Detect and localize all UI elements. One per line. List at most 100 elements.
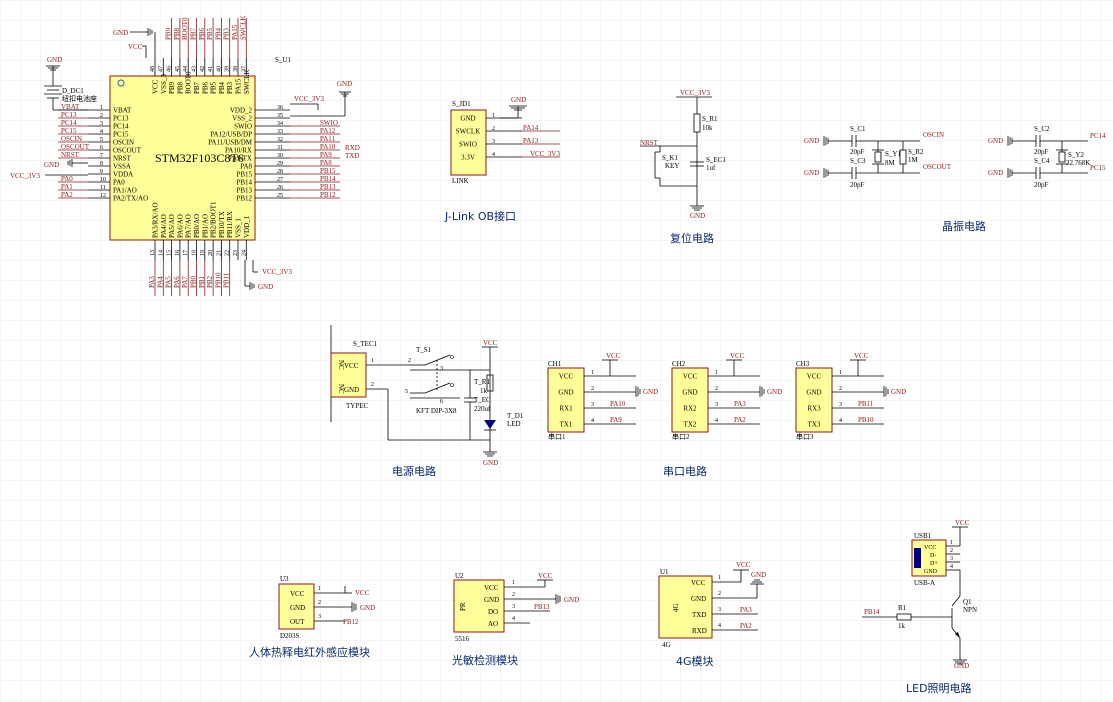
power-block[interactable]: S_TEC1 NC NC VCC GND TYPEC 1 2 T_S1 2 3 … — [330, 325, 524, 478]
serial-pin-num: 3 — [839, 402, 842, 408]
reset-r-val: 10k — [702, 124, 713, 132]
crystal-c3-val: 20pF — [850, 181, 865, 189]
jlink-caption: J-Link OB接口 — [444, 210, 516, 223]
mcu-pin-label: PB11/RX — [226, 211, 234, 238]
mcu-vcc33-right: VCC_3V3 — [294, 95, 324, 103]
serial-vcc: VCC — [854, 352, 869, 360]
crystal-block[interactable]: GND GND S_C1 20pF S_C3 20pF S_Y1 8M S_R2… — [804, 125, 1106, 233]
pir-ref: U3 — [280, 575, 289, 583]
mcu-pin-num: 38 — [233, 66, 239, 72]
mcu-pin-num: 10 — [100, 177, 106, 183]
serial-gnd: GND — [643, 388, 658, 396]
power-pin-3: 2 — [408, 358, 411, 364]
mcu-gnd-left: GND — [44, 161, 59, 169]
jlink-gnd: GND — [511, 96, 526, 104]
mcu-net-label: PA6 — [173, 276, 181, 288]
mcu-pin-label: PB14 — [236, 179, 252, 187]
mcu-net-label: PA5 — [165, 276, 173, 288]
mcu-pin-label: VDD_2 — [230, 107, 253, 115]
serial-pin-label: GND — [806, 389, 821, 397]
power-r-val: 1k — [480, 387, 488, 395]
g4-rx-net: PA2 — [740, 622, 752, 630]
mcu-pin-num: 39 — [225, 66, 231, 72]
crystal-c1-val: 20pF — [850, 148, 865, 156]
battery-block[interactable]: GND D_DC1 纽扣电池座 — [44, 56, 97, 111]
power-nc-2: NC — [337, 384, 345, 394]
pir-pin-gnd: GND — [290, 604, 305, 612]
mcu-pin-num: 46 — [167, 66, 173, 72]
mcu-pin-label: PB0/AO — [193, 214, 201, 238]
mcu-block[interactable]: STM32F103C8T6 S_U1 VBAT1VBATPC132PC13PC1… — [10, 16, 360, 297]
mcu-body — [109, 75, 256, 241]
mcu-pin-label: BOOT0 — [185, 71, 193, 94]
power-caption: 电源电路 — [392, 464, 436, 478]
power-pin-gnd: GND — [344, 386, 359, 394]
jlink-name: LINK — [452, 177, 469, 185]
mcu-net-label: BOOT0 — [181, 17, 189, 40]
mcu-pin-num: 20 — [208, 250, 214, 256]
mcu-pin-label: PB4 — [218, 81, 226, 94]
mcu-pin-label: VDD_1 — [243, 215, 251, 238]
mcu-pin-label: PB3 — [226, 81, 234, 94]
svg-text:4: 4 — [950, 564, 953, 570]
serial-pin-num: 2 — [715, 386, 718, 392]
power-typec-name: TYPEC — [346, 402, 369, 410]
mcu-pin-label: PB12 — [236, 195, 252, 203]
pir-vcc: VCC — [355, 589, 370, 597]
ldr-gnd: GND — [564, 596, 579, 604]
usb-body — [911, 539, 947, 577]
serial-gnd: GND — [767, 388, 782, 396]
ldr-net: PB13 — [534, 603, 550, 611]
mcu-net-label: VBAT — [61, 103, 80, 111]
mcu-rxd-net: RXD — [345, 144, 360, 152]
mcu-net-label: PB4 — [214, 27, 222, 40]
mcu-pin-label: PC15 — [113, 131, 129, 139]
mcu-pin-label: OSCOUT — [113, 147, 142, 155]
reset-block[interactable]: VCC_3V3 S_R1 10k NRST S_K1 KEY S_EC1 1uf… — [640, 89, 726, 245]
mcu-pin-label: PA7/AO — [185, 214, 193, 238]
reset-k-ref: S_K1 — [662, 154, 678, 162]
mcu-pin-label: VSS_2 — [232, 115, 252, 123]
serial-tx-net: PA2 — [734, 416, 746, 424]
mcu-net-label: PA3 — [148, 276, 156, 288]
mcu-net-label: PA15 — [231, 24, 239, 40]
serial-pin-label: TX2 — [684, 421, 697, 429]
mcu-name: STM32F103C8T6 — [155, 151, 244, 165]
svg-text:2: 2 — [318, 600, 321, 606]
ldr-pin-do: DO — [488, 608, 498, 616]
jlink-pin-num: 1 — [492, 113, 495, 119]
mcu-pin-num: 35 — [277, 113, 283, 119]
mcu-pin-num: 25 — [277, 193, 283, 199]
crystal-c2: S_C2 — [1034, 125, 1050, 133]
svg-text:3: 3 — [512, 604, 515, 610]
mcu-pin-num: 48 — [150, 66, 156, 72]
mcu-pin-label: PA11/USB/DM — [208, 139, 253, 147]
pir-block[interactable]: U3 VCC GND OUT D203S 123 VCC GND PB12 人体… — [249, 575, 375, 659]
serial-port-body — [671, 367, 709, 433]
serial-pin-num: 4 — [591, 418, 594, 424]
mcu-pin-num: 29 — [277, 161, 283, 167]
crystal-caption: 晶振电路 — [942, 219, 986, 233]
mcu-pin-label: PB15 — [236, 171, 252, 179]
serial-port-name: 串口1 — [548, 433, 566, 441]
serial-pin-num: 1 — [839, 370, 842, 376]
mcu-ref: S_U1 — [275, 56, 291, 64]
crystal-gnd-2: GND — [804, 169, 819, 177]
serial-port-body — [795, 367, 833, 433]
mcu-pin-label: PA0 — [113, 179, 125, 187]
svg-text:1: 1 — [512, 580, 515, 586]
usb-pin-dm: D- — [930, 553, 936, 559]
serial-pin-label: RX1 — [559, 405, 573, 413]
serial-port-name: 串口3 — [796, 433, 814, 441]
usb-pin-dp: D+ — [930, 561, 938, 567]
